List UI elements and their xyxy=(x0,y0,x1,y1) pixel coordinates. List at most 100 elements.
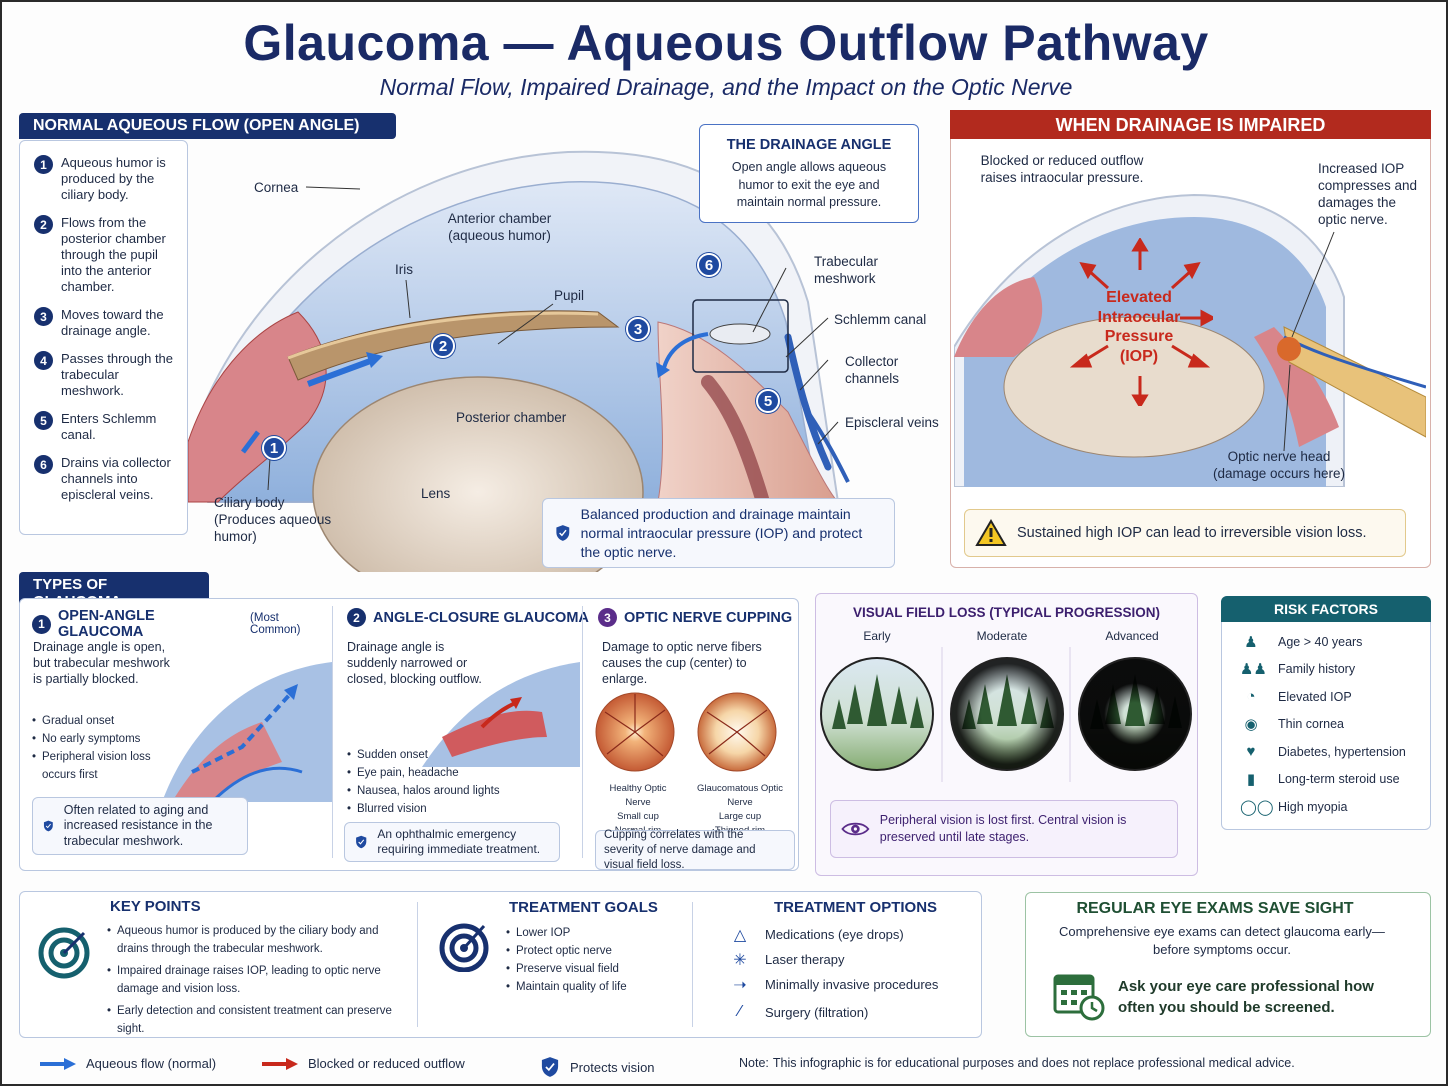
step-text: Passes through the trabecular meshwork. xyxy=(61,351,174,398)
page-subtitle: Normal Flow, Impaired Drainage, and the … xyxy=(379,74,1073,100)
bullet-item: Peripheral vision loss occurs first xyxy=(32,748,152,784)
drainage-angle-callout: THE DRAINAGE ANGLE Open angle allows aqu… xyxy=(699,124,919,223)
caption-line: Large cup xyxy=(718,811,762,822)
risk-item: ◔Elevated IOP xyxy=(1240,683,1425,711)
risk-item-text: Thin cornea xyxy=(1278,717,1345,732)
shield-check-icon xyxy=(43,820,53,832)
key-point-item: Aqueous humor is produced by the ciliary… xyxy=(107,922,407,958)
step-number: 2 xyxy=(34,215,53,234)
red-arrow-icon xyxy=(262,1057,298,1070)
option-text: Medications (eye drops) xyxy=(765,927,904,942)
label-trabecular-meshwork: Trabecular meshwork xyxy=(814,254,879,286)
balanced-note-text: Balanced production and drainage maintai… xyxy=(580,505,863,560)
warning-triangle-icon xyxy=(975,519,1007,546)
legend-normal-text: Aqueous flow (normal) xyxy=(86,1056,217,1071)
stage-advanced-label: Advanced xyxy=(1105,629,1159,643)
person-icon: ♟ xyxy=(1244,633,1258,651)
eye-exams-text: Comprehensive eye exams can detect glauc… xyxy=(1059,924,1385,957)
disclaimer-label: Note: xyxy=(739,1056,769,1070)
iop-label-line: Intraocular xyxy=(1097,308,1181,326)
eye-exams-title: REGULAR EYE EXAMS SAVE SIGHT xyxy=(1076,900,1354,917)
drainage-angle-text: Open angle allows aqueous humor to exit … xyxy=(731,160,887,209)
step-text: Drains via collector channels into episc… xyxy=(61,455,171,502)
label-ciliary-body: Ciliary body(Produces aqueous humor) xyxy=(214,494,339,545)
optic-nerve-head-label: Optic nerve head(damage occurs here) xyxy=(1204,448,1354,482)
key-point-item: Early detection and consistent treatment… xyxy=(107,1002,407,1038)
optic-nerve-head-sub: (damage occurs here) xyxy=(1212,466,1346,481)
bullet-item: Nausea, halos around lights xyxy=(347,782,507,800)
option-text: Minimally invasive procedures xyxy=(765,977,939,992)
family-icon: ♟♟ xyxy=(1240,661,1267,679)
label-lens: Lens xyxy=(421,486,451,501)
glasses-icon: ◯◯ xyxy=(1240,798,1274,816)
open-angle-bullets: Gradual onset No early symptoms Peripher… xyxy=(32,712,152,784)
legend-protects-text: Protects vision xyxy=(570,1059,655,1075)
step-number: 6 xyxy=(34,455,53,474)
step-text: Flows from the posterior chamber through… xyxy=(61,215,166,294)
legend-blocked-flow: Blocked or reduced outflow xyxy=(262,1056,465,1071)
risk-item: ◉Thin cornea xyxy=(1240,711,1425,739)
step-number: 3 xyxy=(34,307,53,326)
label-ciliary-body-text: Ciliary body xyxy=(214,495,285,510)
step-4: 4 Passes through the trabecular meshwork. xyxy=(34,351,177,399)
step-number: 1 xyxy=(34,155,53,174)
label-posterior-chamber: Posterior chamber xyxy=(456,410,567,425)
treatment-options-title: TREATMENT OPTIONS xyxy=(774,899,938,916)
blue-arrow-icon xyxy=(40,1057,76,1070)
step-1: 1 Aqueous humor is produced by the ciliar… xyxy=(34,155,177,203)
legend-protects: Protects vision xyxy=(540,1056,655,1078)
risk-factors-panel xyxy=(1221,596,1431,830)
type-number: 3 xyxy=(598,608,617,627)
eye-icon xyxy=(841,822,870,836)
normal-flow-tab: NORMAL AQUEOUS FLOW (OPEN ANGLE) xyxy=(19,113,396,139)
steps-box: 1 Aqueous humor is produced by the ciliar… xyxy=(19,140,188,535)
treatment-goals-list: Lower IOP Protect optic nerve Preserve v… xyxy=(506,924,686,996)
scalpel-icon: ∕ xyxy=(738,1003,742,1020)
flow-marker-3: 3 xyxy=(626,317,650,341)
flow-marker-5: 5 xyxy=(756,389,780,413)
risk-item-text: High myopia xyxy=(1278,799,1348,814)
eye-cross-section-illustration xyxy=(188,150,850,572)
angle-closure-note: An ophthalmic emergency requiring immedi… xyxy=(344,822,560,862)
option-item: △ Medications (eye drops) xyxy=(729,922,969,947)
step-number: 5 xyxy=(34,411,53,430)
label-anterior-chamber-sub: (aqueous humor) xyxy=(448,228,551,243)
legend-normal-flow: Aqueous flow (normal) xyxy=(40,1056,216,1071)
optic-disc-comparison-illustration xyxy=(595,692,777,772)
shield-check-icon xyxy=(556,525,570,541)
laser-icon: ✳ xyxy=(733,951,747,969)
flow-marker-6: 6 xyxy=(697,253,721,277)
step-number: 4 xyxy=(34,351,53,370)
cupping-note: Cupping correlates with the severity of … xyxy=(595,829,795,871)
type-number: 1 xyxy=(32,614,51,634)
target-icon xyxy=(38,927,90,979)
divider xyxy=(417,902,418,1027)
pressure-arrows-icon xyxy=(1069,238,1213,406)
eye-drops-icon: △ xyxy=(733,926,747,944)
flow-marker-1: 1 xyxy=(262,436,286,460)
cupping-desc: Damage to optic nerve fibers causes the … xyxy=(602,640,762,686)
elevated-iop-label: Elevated Intraocular Pressure (IOP) xyxy=(1089,288,1189,366)
instrument-icon: ➝ xyxy=(733,976,747,994)
goal-item: Lower IOP xyxy=(506,924,686,942)
impaired-eye-illustration xyxy=(954,193,1426,487)
label-schlemm-canal: Schlemm canal xyxy=(834,312,927,327)
option-item: ∕Surgery (filtration) xyxy=(729,997,969,1027)
visual-field-progression-illustration xyxy=(820,647,1192,782)
legend-blocked-text: Blocked or reduced outflow xyxy=(308,1056,465,1071)
key-points-list: Aqueous humor is produced by the ciliary… xyxy=(107,922,407,1042)
risk-factors-list: ♟Age > 40 years ♟♟Family history ◔Elevat… xyxy=(1240,628,1425,821)
impaired-tab: WHEN DRAINAGE IS IMPAIRED xyxy=(950,110,1431,139)
option-item: ✳Laser therapy xyxy=(729,947,969,972)
risk-item: ▮Long-term steroid use xyxy=(1240,766,1425,794)
iop-label-line: (IOP) xyxy=(1119,347,1159,365)
step-text: Aqueous humor is produced by the ciliary… xyxy=(61,155,166,202)
bullet-item: Eye pain, headache xyxy=(347,764,507,782)
label-anterior-chamber: Anterior chamber(aqueous humor) xyxy=(447,210,552,244)
label-pupil: Pupil xyxy=(554,288,585,303)
bullet-item: Sudden onset xyxy=(347,746,507,764)
divider xyxy=(332,606,333,858)
